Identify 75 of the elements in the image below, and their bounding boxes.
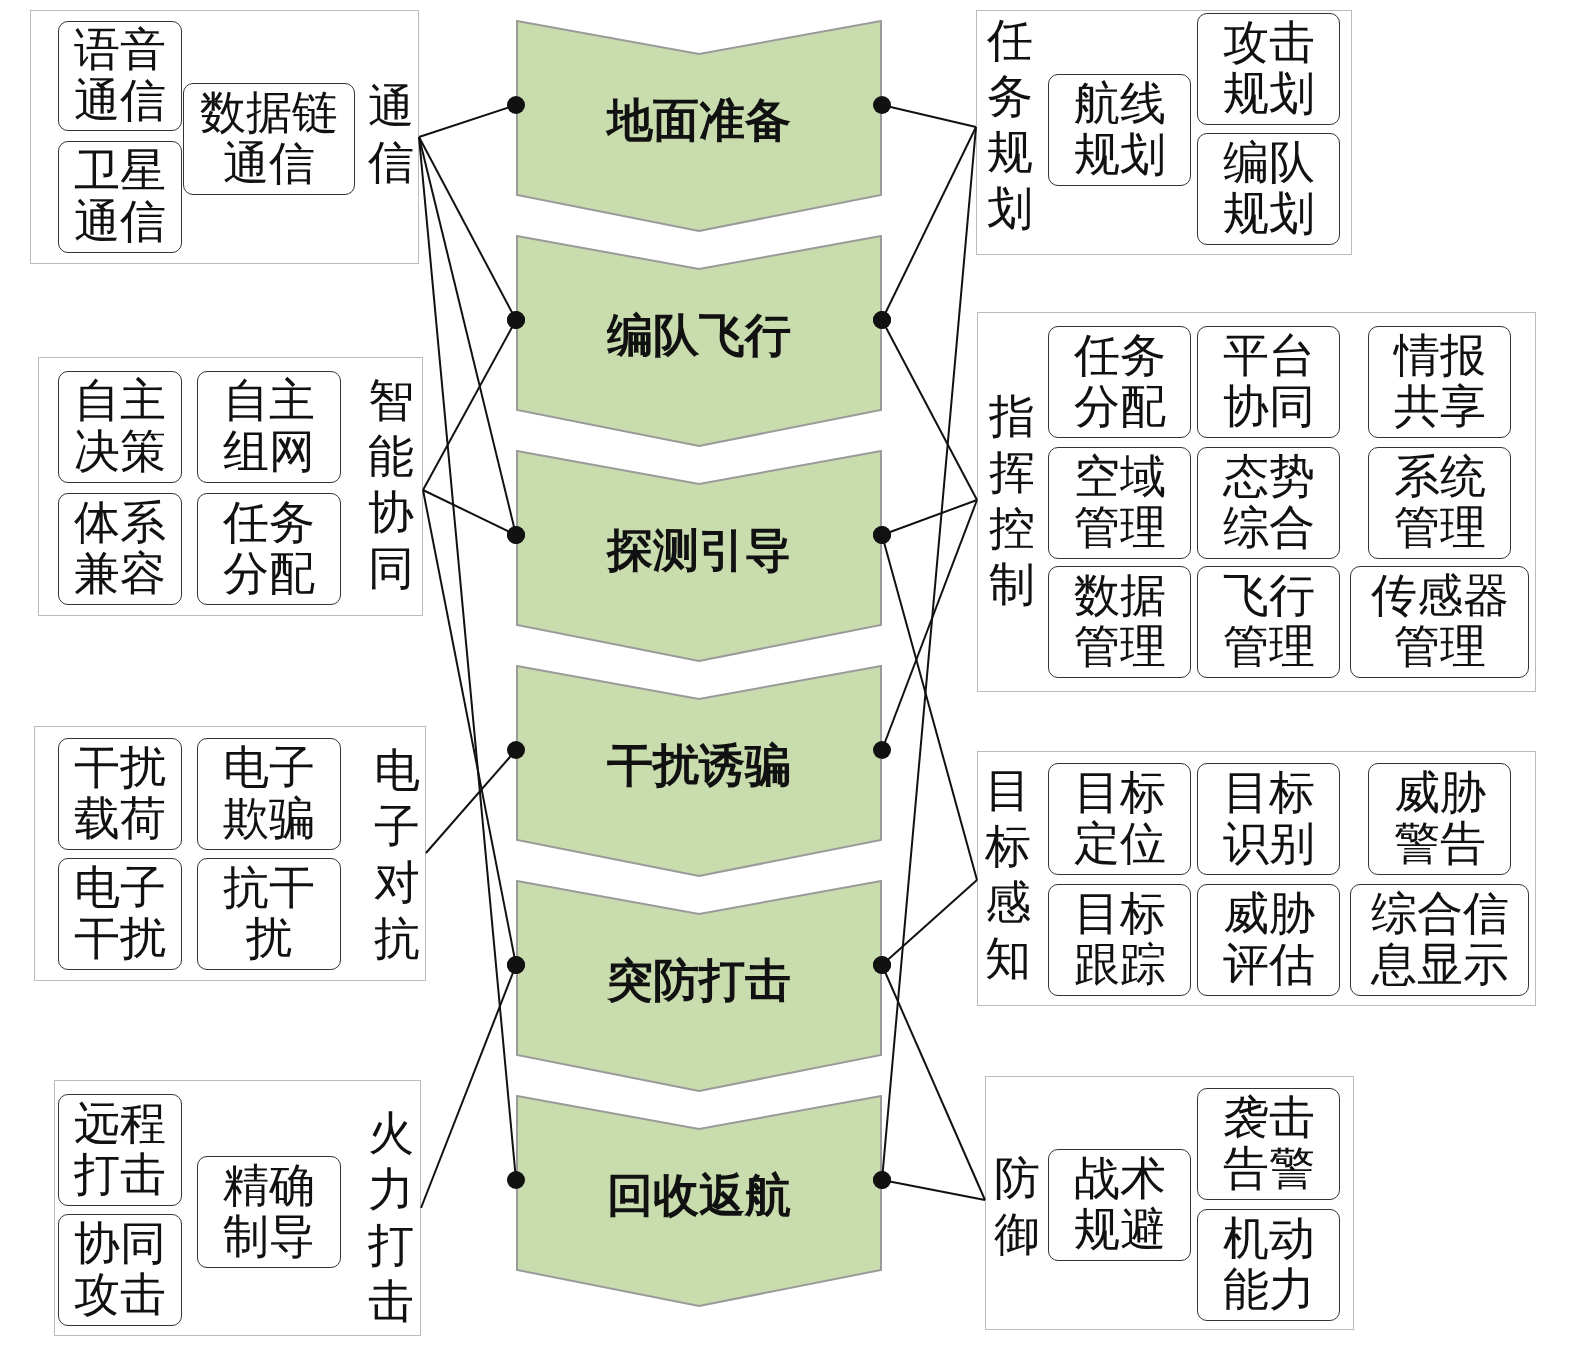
function-box: 综合信息显示 [1350, 884, 1529, 996]
function-box: 威胁警告 [1368, 763, 1511, 875]
function-box: 系统管理 [1368, 447, 1511, 559]
function-box: 航线规划 [1048, 74, 1191, 186]
function-box: 编队规划 [1197, 133, 1340, 245]
stage-block [516, 20, 882, 232]
connector-line [420, 956, 525, 1209]
function-box: 电子欺骗 [197, 738, 341, 850]
function-box: 威胁评估 [1197, 884, 1340, 996]
function-box: 平台协同 [1197, 326, 1340, 438]
stage-block [516, 450, 882, 662]
stage-label: 地面准备 [607, 94, 791, 148]
stage-block [516, 235, 882, 447]
function-box: 语音通信 [58, 21, 182, 131]
stage-block [516, 1095, 882, 1307]
function-box: 任务分配 [1048, 326, 1191, 438]
group-title: 防御 [994, 1152, 1040, 1263]
group-panel [985, 1076, 1354, 1330]
group-title: 目标感知 [985, 764, 1031, 987]
function-box: 抗干扰 [197, 858, 341, 970]
group-panel [38, 357, 423, 616]
connector-line [873, 1171, 986, 1201]
connector-line [873, 96, 977, 128]
stage-label: 突防打击 [607, 954, 791, 1008]
function-box: 自主决策 [58, 371, 182, 483]
function-box: 目标识别 [1197, 763, 1340, 875]
function-box: 传感器管理 [1350, 566, 1529, 678]
function-box: 精确制导 [197, 1156, 341, 1268]
group-panel [54, 1080, 421, 1336]
function-box: 战术规避 [1048, 1149, 1191, 1261]
connector-line [422, 311, 525, 491]
connector-line [873, 956, 986, 1201]
function-box: 态势综合 [1197, 447, 1340, 559]
function-box: 空域管理 [1048, 447, 1191, 559]
function-box: 情报共享 [1368, 326, 1511, 438]
connector-line [418, 136, 525, 1189]
function-box: 任务分配 [197, 493, 341, 605]
stage-label: 干扰诱骗 [607, 739, 791, 793]
function-box: 攻击规划 [1197, 13, 1340, 125]
stage-block [516, 880, 882, 1092]
stage-block [516, 665, 882, 877]
function-box: 飞行管理 [1197, 566, 1340, 678]
function-box: 袭击告警 [1197, 1088, 1340, 1200]
function-box: 卫星通信 [58, 141, 182, 253]
function-box: 协同攻击 [58, 1214, 182, 1326]
group-title: 通信 [368, 80, 414, 191]
connector-line [873, 499, 978, 759]
connector-line [418, 96, 525, 138]
function-box: 目标定位 [1048, 763, 1191, 875]
connector-line [422, 489, 525, 544]
function-box: 远程打击 [58, 1094, 182, 1206]
group-title: 智能协同 [368, 374, 414, 597]
function-box: 自主组网 [197, 371, 341, 483]
connector-line [873, 311, 978, 501]
connector-line [873, 526, 978, 881]
group-panel [976, 10, 1352, 255]
group-title: 任务规划 [987, 14, 1033, 237]
group-panel [977, 312, 1536, 692]
function-box: 数据链通信 [183, 83, 355, 195]
group-title: 火力打击 [368, 1107, 414, 1330]
stage-label: 编队飞行 [607, 309, 791, 363]
group-panel [30, 10, 419, 264]
group-title: 指挥控制 [989, 390, 1035, 613]
stage-label: 回收返航 [607, 1169, 791, 1223]
group-title: 电子对抗 [374, 744, 420, 967]
connector-line [425, 741, 525, 854]
group-panel [34, 726, 426, 981]
function-box: 机动能力 [1197, 1209, 1340, 1321]
function-box: 电子干扰 [58, 858, 182, 970]
stage-label: 探测引导 [607, 524, 791, 578]
function-box: 体系兼容 [58, 493, 182, 605]
group-panel [977, 751, 1536, 1006]
function-box: 数据管理 [1048, 566, 1191, 678]
function-box: 目标跟踪 [1048, 884, 1191, 996]
function-box: 干扰载荷 [58, 738, 182, 850]
